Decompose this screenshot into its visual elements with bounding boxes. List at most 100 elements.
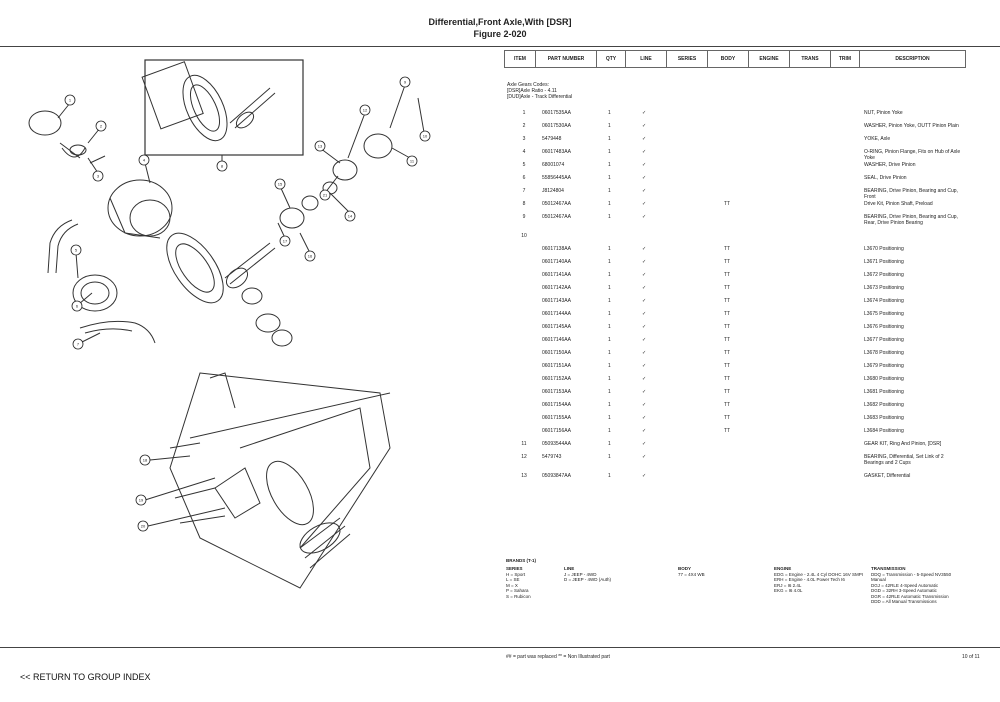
- description-cell: L3672 Positioning: [864, 272, 904, 278]
- part-number-cell: 06017155AA: [542, 415, 571, 421]
- part-number-cell: 06017138AA: [542, 246, 571, 252]
- legend-transmission: TRANSMISSION DDQ = Transmission - 5-Spee…: [871, 566, 952, 604]
- callout-16: 16: [304, 250, 316, 262]
- callout-1: 1: [64, 94, 76, 106]
- qty-cell: 1: [608, 201, 611, 207]
- callout-15: 15: [274, 178, 286, 190]
- col-series: SERIES: [667, 51, 708, 67]
- line-cell: ✓: [642, 201, 647, 207]
- item-cell: 4: [522, 149, 526, 155]
- line-cell: ✓: [642, 441, 647, 447]
- description-cell: L3681 Positioning: [864, 389, 904, 395]
- svg-text:3: 3: [97, 174, 100, 179]
- svg-text:19: 19: [139, 498, 144, 503]
- callout-19: 19: [135, 494, 147, 506]
- callout-14: 14: [344, 210, 356, 222]
- qty-cell: 1: [608, 136, 611, 142]
- qty-cell: 1: [608, 188, 611, 194]
- col-trans: TRANS: [790, 51, 831, 67]
- part-number-cell: 5479743: [542, 454, 562, 460]
- qty-cell: 1: [608, 298, 611, 304]
- description-cell: YOKE, Axle: [864, 136, 891, 142]
- qty-cell: 1: [608, 162, 611, 168]
- col-trim: TRIM: [831, 51, 860, 67]
- page-number: 10 of 11: [962, 654, 980, 660]
- description-cell: L3674 Positioning: [864, 298, 904, 304]
- return-to-group-index-link[interactable]: << RETURN TO GROUP INDEX: [20, 672, 151, 682]
- svg-text:2: 2: [100, 124, 103, 129]
- qty-cell: 1: [608, 259, 611, 265]
- col-engine: ENGINE: [749, 51, 790, 67]
- description-cell: SEAL, Drive Pinion: [864, 175, 907, 181]
- description-cell: BEARING, Differential, Set Link of 2 Bea…: [864, 454, 944, 466]
- part-number-cell: 06017144AA: [542, 311, 571, 317]
- callout-6: 6: [71, 300, 83, 312]
- svg-text:7: 7: [77, 342, 80, 347]
- description-cell: L3679 Positioning: [864, 363, 904, 369]
- qty-cell: 1: [608, 337, 611, 343]
- line-cell: ✓: [642, 454, 647, 460]
- body-cell: TT: [724, 389, 731, 395]
- qty-cell: 1: [608, 285, 611, 291]
- line-cell: ✓: [642, 188, 647, 194]
- bottom-divider: [0, 647, 1000, 648]
- svg-text:16: 16: [308, 254, 313, 259]
- line-cell: ✓: [642, 350, 647, 356]
- description-cell: L3683 Positioning: [864, 415, 904, 421]
- callout-5: 5: [70, 244, 82, 256]
- description-cell: L3682 Positioning: [864, 402, 904, 408]
- item-cell: 10: [521, 233, 527, 239]
- description-cell: L3684 Positioning: [864, 428, 904, 434]
- line-cell: ✓: [642, 162, 647, 168]
- gasket-drawing: [72, 274, 118, 312]
- part-number-cell: 06017143AA: [542, 298, 571, 304]
- part-number-cell: 5479448: [542, 136, 562, 142]
- part-number-cell: 06017141AA: [542, 272, 571, 278]
- line-cell: ✓: [642, 123, 647, 129]
- line-cell: ✓: [642, 376, 647, 382]
- svg-text:8: 8: [221, 164, 224, 169]
- yoke-drawing: [79, 320, 156, 344]
- part-number-cell: 06017150AA: [542, 350, 571, 356]
- body-cell: TT: [724, 201, 731, 207]
- callout-11: 11: [406, 155, 418, 167]
- callout-21: 21: [319, 189, 331, 201]
- description-cell: WASHER, Drive Pinion: [864, 162, 916, 168]
- qty-cell: 1: [608, 149, 611, 155]
- body-cell: TT: [724, 363, 731, 369]
- qty-cell: 1: [608, 402, 611, 408]
- svg-text:15: 15: [278, 182, 283, 187]
- body-cell: TT: [724, 285, 731, 291]
- item-cell: 12: [521, 454, 527, 460]
- qty-cell: 1: [608, 376, 611, 382]
- line-cell: ✓: [642, 259, 647, 265]
- body-cell: TT: [724, 311, 731, 317]
- description-cell: L3678 Positioning: [864, 350, 904, 356]
- table-row: 10: [504, 233, 966, 246]
- description-cell: L3673 Positioning: [864, 285, 904, 291]
- line-cell: ✓: [642, 311, 647, 317]
- breather-hose-drawing: [47, 219, 79, 274]
- callout-3: 3: [92, 170, 104, 182]
- svg-text:6: 6: [76, 304, 79, 309]
- intro-line: Axle Gears Codes:: [507, 82, 549, 88]
- item-cell: 13: [521, 473, 527, 479]
- description-cell: L3671 Positioning: [864, 259, 904, 265]
- callout-13: 13: [314, 140, 326, 152]
- part-number-cell: 05012467AA: [542, 201, 571, 207]
- qty-cell: 1: [608, 272, 611, 278]
- part-number-cell: 06017153AA: [542, 389, 571, 395]
- description-cell: WASHER, Pinion Yoke, OUTT Pinion Plain: [864, 123, 959, 129]
- callout-18: 18: [139, 454, 151, 466]
- svg-text:5: 5: [75, 248, 78, 253]
